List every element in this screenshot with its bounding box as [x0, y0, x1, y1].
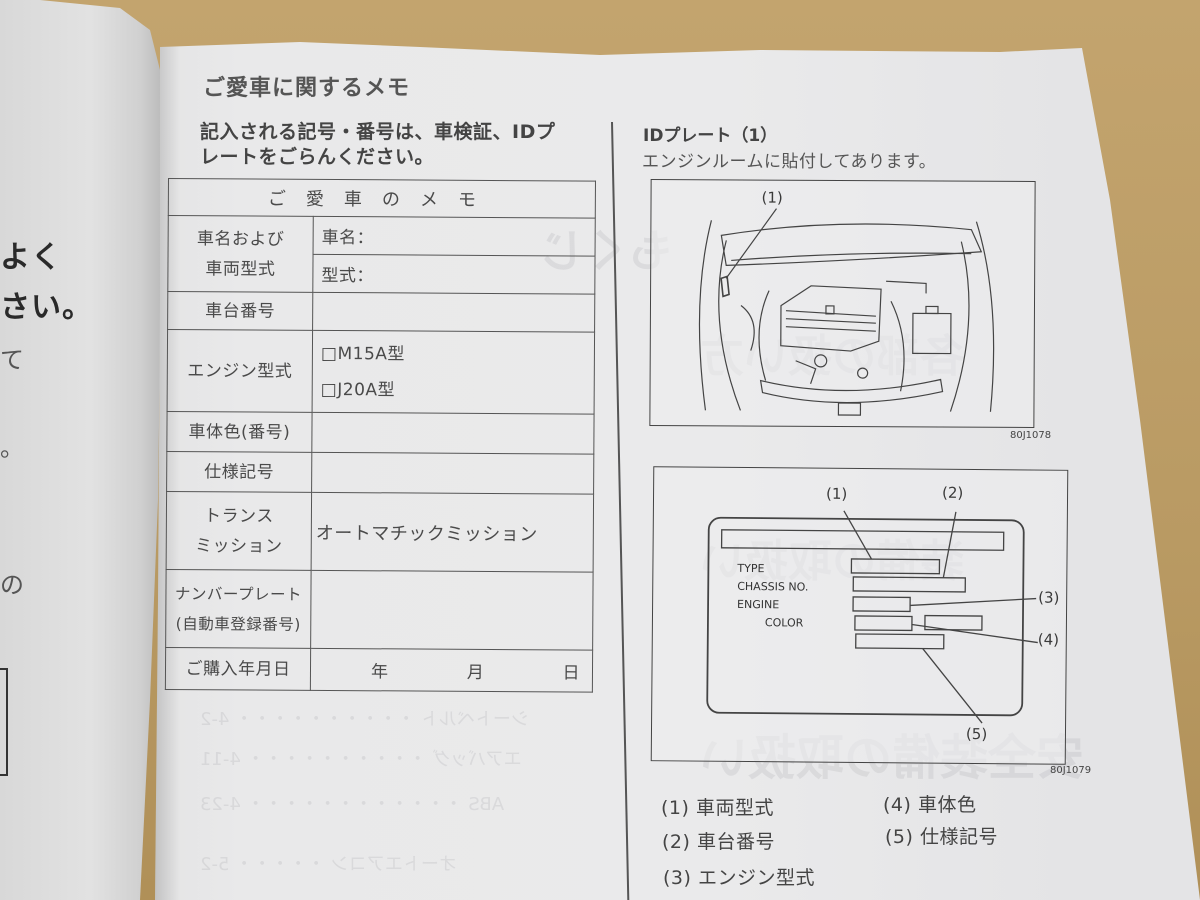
figure2-callout-4: (4) [1037, 630, 1060, 649]
engine-room-figure: (1) [649, 178, 1036, 429]
figure1-callout-1: (1) [761, 188, 783, 207]
page-title: ご愛車に関するメモ [203, 76, 411, 101]
engine-option-j20a-checkbox[interactable]: □J20A型 [320, 379, 396, 400]
figure2-callout-2: (2) [941, 483, 964, 502]
label-vehicle-name-model: 車名および 車両型式 [167, 215, 314, 293]
vehicle-memo-table: ご愛車のメモ 車名および 車両型式 車名： 型式： 車台番号 エンジン型式 □M… [165, 178, 596, 693]
figure2-code: 80J1079 [1050, 765, 1092, 776]
label-line: 車名および [196, 228, 285, 250]
figure2-callout-3: (3) [1038, 588, 1060, 607]
label-line: ミッション [194, 535, 283, 557]
memo-table-header: ご愛車のメモ [168, 178, 596, 219]
purchase-date-field[interactable]: 年 月 日 [310, 648, 593, 693]
show-through-text: ABS ・・・・・・・・・・・・ 4-23 [200, 794, 505, 815]
legend-num: (1) [661, 797, 690, 819]
label-line: ナンバープレート [174, 584, 303, 604]
left-page-fragment: さい。 [0, 290, 93, 325]
legend-item-3: (3) エンジン型式 [663, 863, 815, 890]
legend-text: 仕様記号 [919, 826, 998, 848]
legend-num: (2) [662, 831, 691, 853]
engine-type-options: □M15A型 □J20A型 [312, 330, 595, 415]
body-color-field[interactable] [311, 412, 595, 455]
date-month-label: 月 [466, 662, 485, 683]
left-page-fragment: よく [0, 240, 62, 275]
id-plate-illustration [706, 510, 1038, 724]
legend-item-2: (2) 車台番号 [662, 827, 775, 854]
intro-text: 記入される記号・番号は、車検証、IDプ レートをごらんください。 [200, 120, 620, 170]
field-label-type: TYPE [737, 561, 765, 576]
label-line: 車両型式 [205, 258, 276, 280]
left-page-box-edge [0, 668, 8, 776]
id-plate-figure: (1) (2) (3) (4) (5) TYPE CHASSIS NO. ENG… [650, 466, 1069, 765]
legend-num: (4) [883, 794, 912, 816]
figure2-callout-5: (5) [965, 724, 988, 744]
label-chassis-number: 車台番号 [167, 291, 313, 331]
id-plate-field-labels: TYPE CHASSIS NO. ENGINE COLOR [737, 560, 809, 633]
left-page-fragment: の [0, 571, 25, 599]
legend-num: (5) [885, 826, 914, 848]
intro-line: レートをごらんください。 [200, 146, 435, 168]
field-label-chassis: CHASSIS NO. [737, 579, 809, 594]
legend-num: (3) [663, 867, 692, 889]
legend-item-5: (5) 仕様記号 [885, 822, 998, 849]
legend-item-4: (4) 車体色 [883, 790, 976, 817]
label-spec-code: 仕様記号 [166, 451, 312, 493]
id-plate-title: IDプレート（1） [643, 126, 778, 146]
label-line: (自動車登録番号) [175, 614, 301, 634]
left-page-fragment: 。 [0, 434, 25, 462]
field-label-engine: ENGINE [737, 597, 780, 612]
show-through-text: オートエアコン ・・・・・ 5-2 [200, 854, 457, 875]
vehicle-name-field[interactable]: 車名： [313, 216, 596, 257]
spec-code-field[interactable] [311, 452, 594, 495]
show-through-text: エアバッグ ・・・・・・・・・・ 4-11 [200, 749, 522, 770]
date-year-label: 年 [370, 662, 389, 683]
engine-bay-illustration [698, 208, 995, 416]
field-label-color: COLOR [764, 616, 804, 630]
label-engine-type: エンジン型式 [167, 329, 313, 413]
legend-text: エンジン型式 [697, 867, 815, 889]
number-plate-field[interactable] [310, 570, 594, 651]
engine-option-m15a-checkbox[interactable]: □M15A型 [320, 343, 405, 364]
legend-text: 車台番号 [696, 831, 775, 853]
id-plate-subtitle: エンジンルームに貼付してあります。 [642, 152, 937, 172]
transmission-value: オートマチックミッション [311, 492, 594, 573]
left-page-fragment: て [0, 346, 25, 374]
legend-text: 車両型式 [695, 797, 774, 819]
figure2-callout-1: (1) [825, 484, 848, 503]
show-through-text: シートベルト ・・・・・・・・・・ 4-2 [200, 709, 529, 730]
label-line: トランス [204, 505, 274, 527]
date-day-label: 日 [562, 663, 581, 684]
label-body-color: 車体色(番号) [166, 411, 313, 453]
chassis-number-field[interactable] [312, 292, 595, 333]
figure1-code: 80J1078 [1010, 430, 1052, 441]
legend-text: 車体色 [917, 794, 977, 816]
label-transmission: トランス ミッション [166, 491, 312, 571]
left-page: よく さい。 て 。 の [0, 0, 162, 900]
vehicle-model-field[interactable]: 型式： [312, 254, 596, 295]
intro-line: 記入される記号・番号は、車検証、IDプ [200, 121, 556, 143]
label-purchase-date: ご購入年月日 [165, 647, 311, 691]
legend-item-1: (1) 車両型式 [661, 793, 774, 820]
label-number-plate: ナンバープレート (自動車登録番号) [165, 569, 312, 649]
